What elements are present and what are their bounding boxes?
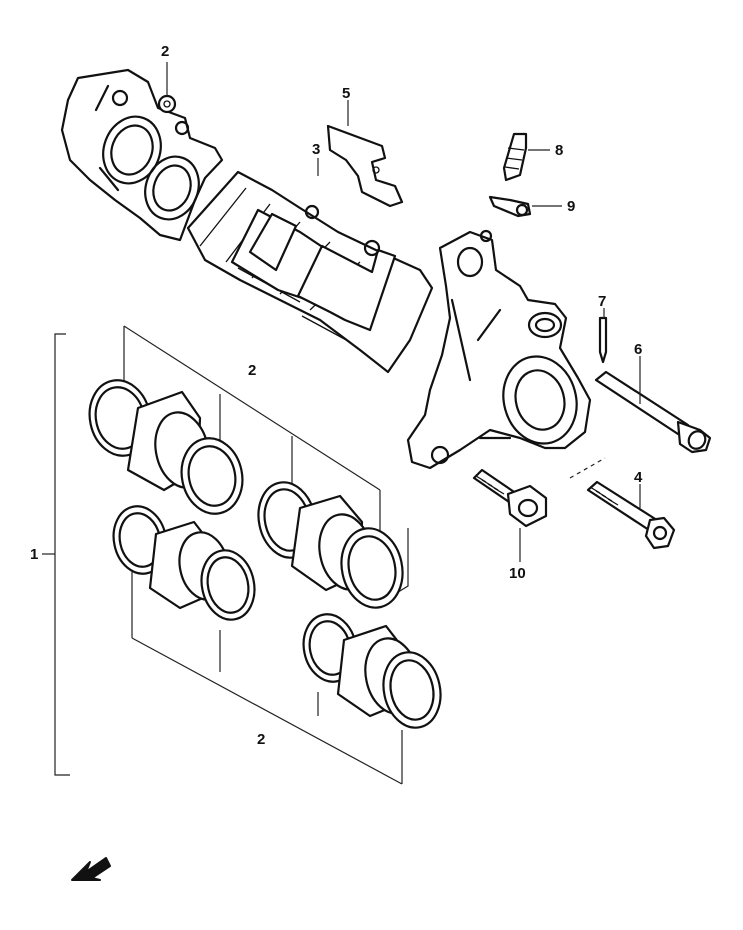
callout-2-top: 2 — [161, 43, 169, 60]
pad-spring-part — [326, 124, 404, 208]
caliper-housing-right — [406, 229, 592, 470]
caliper-housing-left — [60, 68, 224, 242]
bleeder-cap-part — [488, 195, 562, 218]
callout-8: 8 — [555, 142, 563, 159]
front-direction-arrow-icon — [71, 857, 111, 881]
piston-seal-set-c — [112, 505, 256, 621]
piston-seal-set-b — [257, 481, 404, 609]
piston-kit-bracket — [42, 325, 409, 785]
callout-3: 3 — [312, 141, 320, 158]
piston-seal-set-d — [302, 613, 442, 729]
mounting-bolt-10-part — [472, 468, 548, 528]
pad-pin-bolt-part — [594, 370, 712, 454]
bleeder-screw-part — [502, 132, 550, 182]
callout-1: 1 — [30, 546, 38, 563]
callout-5: 5 — [342, 85, 350, 102]
callout-4: 4 — [634, 469, 643, 486]
brake-pads-part — [230, 204, 397, 343]
mounting-bolt-4-part — [586, 480, 676, 550]
bleeder-nut-part — [157, 94, 177, 114]
retaining-pin-part — [598, 316, 608, 364]
callout-leaders — [166, 62, 641, 562]
piston-seal-set-a — [88, 379, 244, 515]
callout-10: 10 — [509, 565, 526, 582]
callout-7: 7 — [598, 293, 606, 310]
callout-9: 9 — [567, 198, 575, 215]
callout-2-mid: 2 — [248, 362, 256, 379]
callout-2-bottom: 2 — [257, 731, 265, 748]
callout-6: 6 — [634, 341, 642, 358]
